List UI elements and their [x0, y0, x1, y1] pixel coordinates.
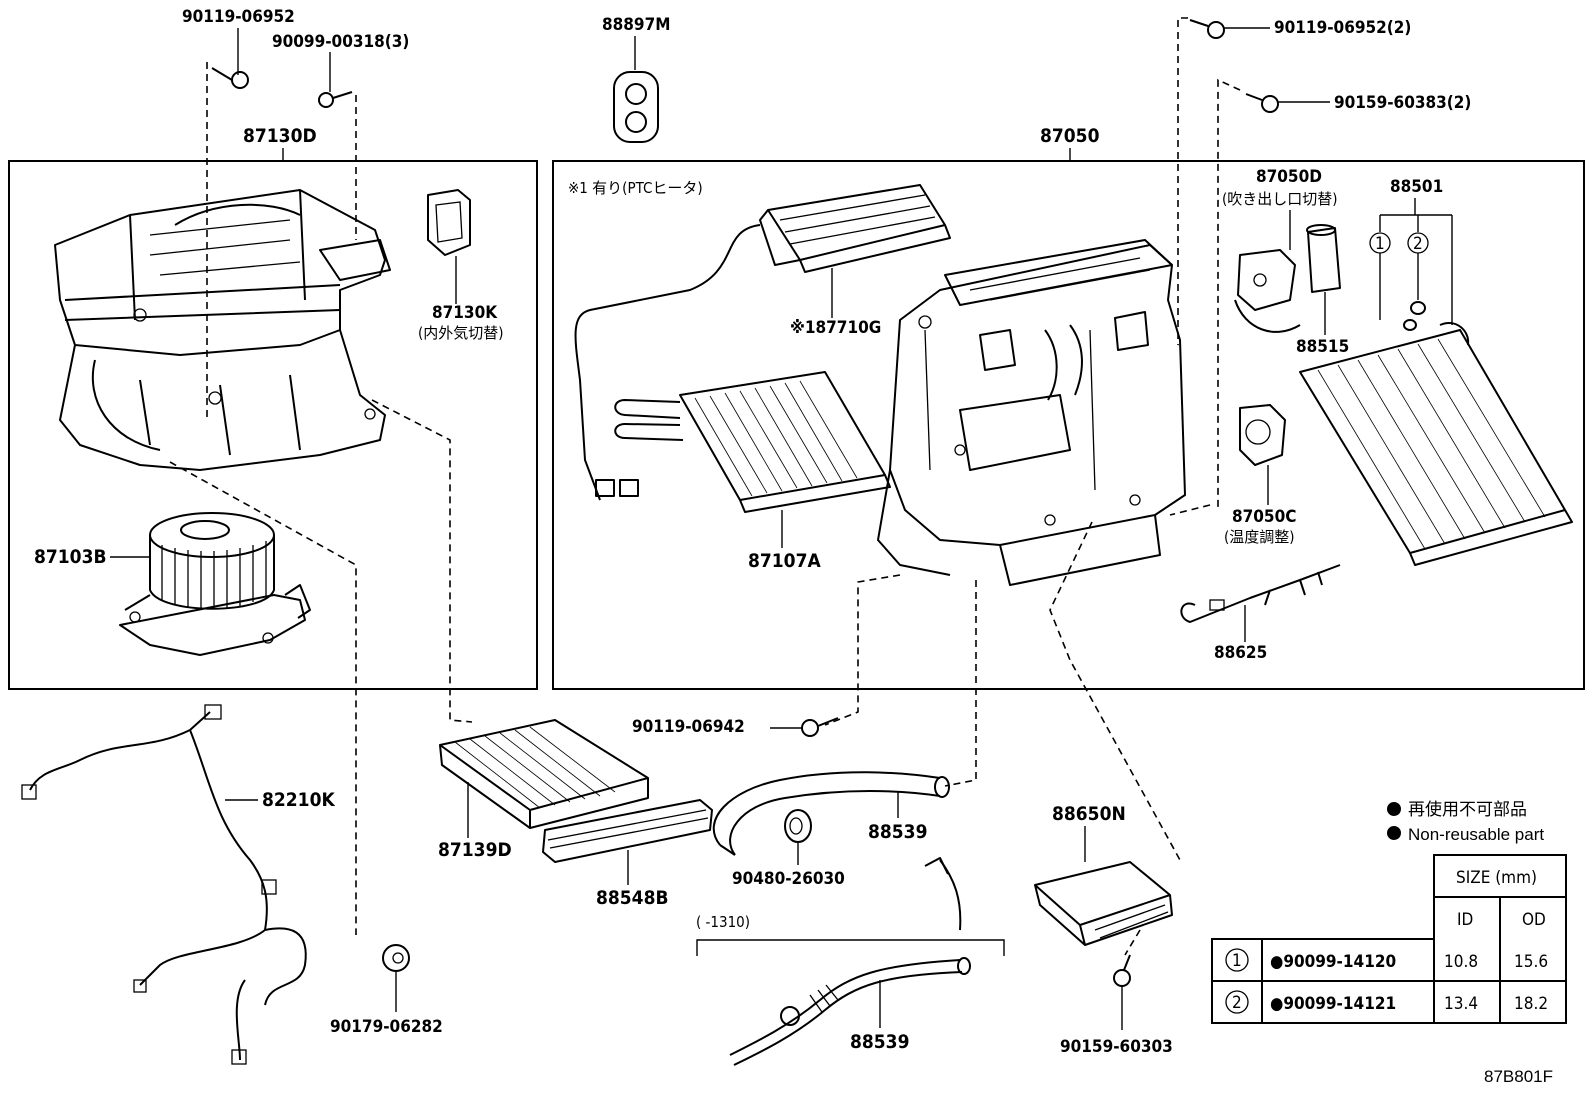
label-90099-00318[interactable]: 90099-00318(3) [272, 32, 409, 52]
svg-text:2: 2 [1232, 993, 1242, 1013]
blower-unit-frame [8, 160, 538, 690]
svg-text:1: 1 [1232, 951, 1242, 971]
filter-88548B[interactable] [542, 799, 713, 885]
label-88539-b[interactable]: 88539 [850, 1031, 909, 1053]
guide-line [1177, 17, 1188, 345]
label-87130K[interactable]: 87130K [432, 303, 498, 323]
range-note: ( -1310) [696, 913, 750, 931]
harness-88625[interactable] [1180, 564, 1341, 642]
label-90119-06942[interactable]: 90119-06942 [632, 717, 745, 737]
grommet-90480-26030[interactable] [784, 809, 812, 865]
screw-90159-60303[interactable] [1113, 954, 1131, 1030]
grommet-88897M[interactable] [613, 36, 659, 143]
screw-90119-06952[interactable] [211, 28, 249, 89]
clip-90179-06282[interactable] [382, 944, 410, 1012]
label-88548B[interactable]: 88548B [596, 887, 669, 909]
label-88897M[interactable]: 88897M [602, 15, 670, 35]
screw-90119-06942[interactable] [770, 717, 839, 737]
label-90159-60303[interactable]: 90159-60303 [1060, 1037, 1173, 1057]
svg-text:2: 2 [1413, 234, 1423, 254]
label-90480-26030[interactable]: 90480-26030 [732, 869, 845, 889]
svg-text:13.4: 13.4 [1444, 994, 1478, 1014]
label-87050C[interactable]: 87050C [1232, 507, 1296, 527]
arrow-icon [924, 857, 962, 931]
label-90119-06952[interactable]: 90119-06952 [182, 7, 295, 27]
label-87710G[interactable]: ※187710G [790, 318, 881, 338]
label-87107A[interactable]: 87107A [748, 550, 821, 572]
svg-text:10.8: 10.8 [1444, 952, 1478, 972]
drain-hose-88539-alt[interactable] [729, 957, 971, 1066]
ptc-heater-87710G[interactable] [574, 184, 951, 501]
wire-harness-82210K[interactable] [21, 704, 307, 1065]
blower-motor-87103B[interactable] [119, 512, 311, 656]
servo-87130K[interactable] [427, 189, 471, 304]
desc-87050D: (吹き出し口切替) [1222, 190, 1338, 208]
label-90119-06952-2[interactable]: 90119-06952(2) [1274, 18, 1411, 38]
svg-text:●90099-14121: ●90099-14121 [1270, 994, 1396, 1014]
label-90159-60383[interactable]: 90159-60383(2) [1334, 93, 1471, 113]
filter-87139D[interactable] [439, 719, 649, 838]
evaporator-88501[interactable] [1299, 322, 1573, 566]
size-row-1[interactable]: 1 ●90099-14120 10.8 15.6 [1225, 948, 1548, 972]
guide-line [169, 461, 357, 935]
legend-jp: 再使用不可部品 [1408, 799, 1527, 819]
guide-line [824, 574, 901, 726]
guide-line [944, 580, 977, 787]
label-87050D[interactable]: 87050D [1256, 167, 1322, 187]
screw-90099-00318[interactable] [318, 52, 353, 108]
heater-case[interactable] [877, 239, 1186, 586]
note-ptc-heater: ※1 有り(PTCヒータ) [568, 179, 703, 197]
guide-line [1217, 78, 1241, 510]
label-90179-06282[interactable]: 90179-06282 [330, 1017, 443, 1037]
desc-87050C: (温度調整) [1224, 528, 1295, 546]
legend-en: Non-reusable part [1408, 825, 1544, 844]
servo-87050C[interactable] [1239, 404, 1286, 505]
o-rings[interactable] [1403, 301, 1426, 331]
servo-87050D[interactable] [1234, 210, 1301, 333]
desc-87130K: (内外気切替) [418, 324, 504, 342]
leaders-88501 [1379, 198, 1453, 325]
col-od: OD [1522, 910, 1546, 930]
svg-text:●90099-14120: ●90099-14120 [1270, 952, 1396, 972]
sensor-88515[interactable] [1306, 224, 1341, 335]
label-87139D[interactable]: 87139D [438, 839, 512, 861]
heater-unit-frame [552, 160, 1585, 690]
size-header: SIZE (mm) [1456, 868, 1537, 888]
label-88501[interactable]: 88501 [1390, 177, 1443, 197]
heater-core-87107A[interactable] [614, 371, 891, 548]
svg-text:1: 1 [1375, 234, 1385, 254]
legend: 再使用不可部品 Non-reusable part [1387, 799, 1544, 844]
col-id: ID [1457, 910, 1473, 930]
label-88539-a[interactable]: 88539 [868, 821, 927, 843]
svg-text:18.2: 18.2 [1514, 994, 1548, 1014]
blower-housing[interactable] [54, 189, 391, 471]
screw-90159-60383[interactable] [1245, 93, 1330, 113]
guide-line [1169, 504, 1211, 516]
label-88625[interactable]: 88625 [1214, 643, 1267, 663]
svg-text:15.6: 15.6 [1514, 952, 1548, 972]
label-87103B[interactable]: 87103B [34, 546, 107, 568]
label-88515[interactable]: 88515 [1296, 337, 1349, 357]
size-row-2[interactable]: 2 ●90099-14121 13.4 18.2 [1225, 990, 1548, 1014]
label-82210K[interactable]: 82210K [262, 789, 335, 811]
guide-line [1049, 521, 1181, 861]
label-88650N[interactable]: 88650N [1052, 803, 1126, 825]
ecu-88650N[interactable] [1034, 826, 1173, 956]
callout-2[interactable]: 2 [1407, 232, 1429, 254]
label-87050[interactable]: 87050 [1040, 125, 1100, 147]
size-table: SIZE (mm) ID OD 1 ●90099-14120 10.8 15.6… [1211, 854, 1567, 1024]
screw-90119-06952-2[interactable] [1189, 19, 1270, 39]
drain-hose-88539[interactable] [712, 771, 950, 856]
range-bracket [696, 939, 1005, 956]
label-87130D[interactable]: 87130D [243, 125, 317, 147]
figure-id: 87B801F [1484, 1067, 1553, 1086]
callout-1[interactable]: 1 [1369, 232, 1391, 254]
guide-line [371, 399, 473, 723]
